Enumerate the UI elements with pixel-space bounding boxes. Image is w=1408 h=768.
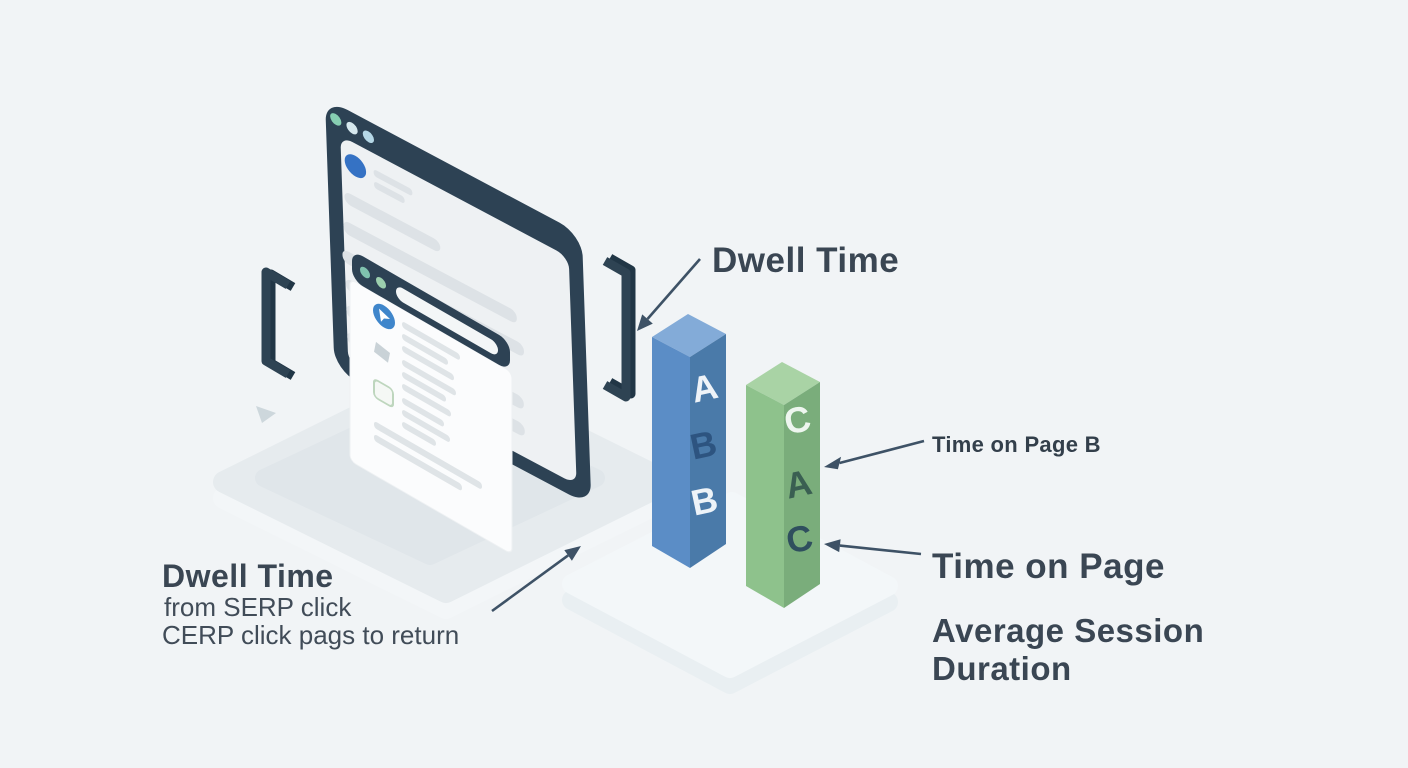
pointer-glyph-icon (379, 308, 390, 322)
content-line (402, 322, 460, 360)
serp-card (349, 254, 513, 553)
arrow-dwell-line (646, 258, 701, 320)
bar-blue-front (652, 337, 690, 568)
content-line (374, 421, 482, 489)
content-line (402, 334, 448, 365)
content-line (402, 346, 454, 381)
label-dwell-block-line2: CERP click pags to return (162, 620, 459, 650)
arrow-time-on-page-b-line (839, 439, 925, 465)
traffic-dot-icon (346, 121, 358, 135)
content-line (402, 410, 450, 442)
bracket-left-face (261, 267, 291, 378)
bracket-right (602, 254, 636, 402)
search-bar (396, 287, 498, 355)
annotation-arrows (491, 258, 925, 613)
bracket-left (261, 267, 296, 380)
label-dwell-block-title: Dwell Time (162, 558, 334, 594)
arrow-time-on-page-head (824, 539, 841, 553)
content-line (402, 372, 446, 402)
result-lines (374, 322, 482, 491)
content-line (344, 193, 441, 252)
doc-icon (374, 341, 390, 363)
bracket-right-depth (607, 254, 636, 399)
label-time-on-page: Time on Page (932, 547, 1165, 586)
content-line (374, 434, 462, 491)
label-dwell-time-callout: Dwell Time (712, 241, 899, 280)
image-icon (373, 379, 394, 408)
content-line (402, 384, 451, 417)
traffic-dot-icon (360, 266, 370, 279)
cursor-mark-icon (256, 406, 276, 423)
content-line (402, 422, 436, 446)
bar-blue: A B B (652, 314, 726, 568)
arrow-time-on-page-b-head (824, 456, 842, 470)
bar-green-side (784, 382, 820, 608)
content-line (374, 182, 405, 203)
label-average-session-line1: Average Session (932, 612, 1204, 649)
bracket-right-face (602, 257, 631, 402)
content-line (402, 360, 456, 396)
arrow-dwell-block-line (491, 554, 569, 613)
bar-blue-side (690, 334, 726, 568)
bar-green: C A C (746, 362, 820, 608)
traffic-dot-icon (362, 130, 374, 144)
label-dwell-block-line1: from SERP click (164, 592, 352, 622)
content-line (343, 221, 517, 323)
label-time-on-page-b: Time on Page B (932, 432, 1101, 457)
bar-green-top (746, 362, 820, 405)
arrow-dwell-head (637, 314, 653, 331)
bar-blue-top (652, 314, 726, 357)
arrow-time-on-page-line (839, 544, 922, 556)
traffic-dot-icon (330, 113, 342, 126)
label-average-session-line2: Duration (932, 650, 1072, 687)
bar-green-front (746, 385, 784, 608)
content-line (402, 398, 444, 427)
avatar-icon (344, 154, 367, 179)
content-line (373, 170, 413, 196)
arrow-dwell-block-head (564, 546, 581, 561)
